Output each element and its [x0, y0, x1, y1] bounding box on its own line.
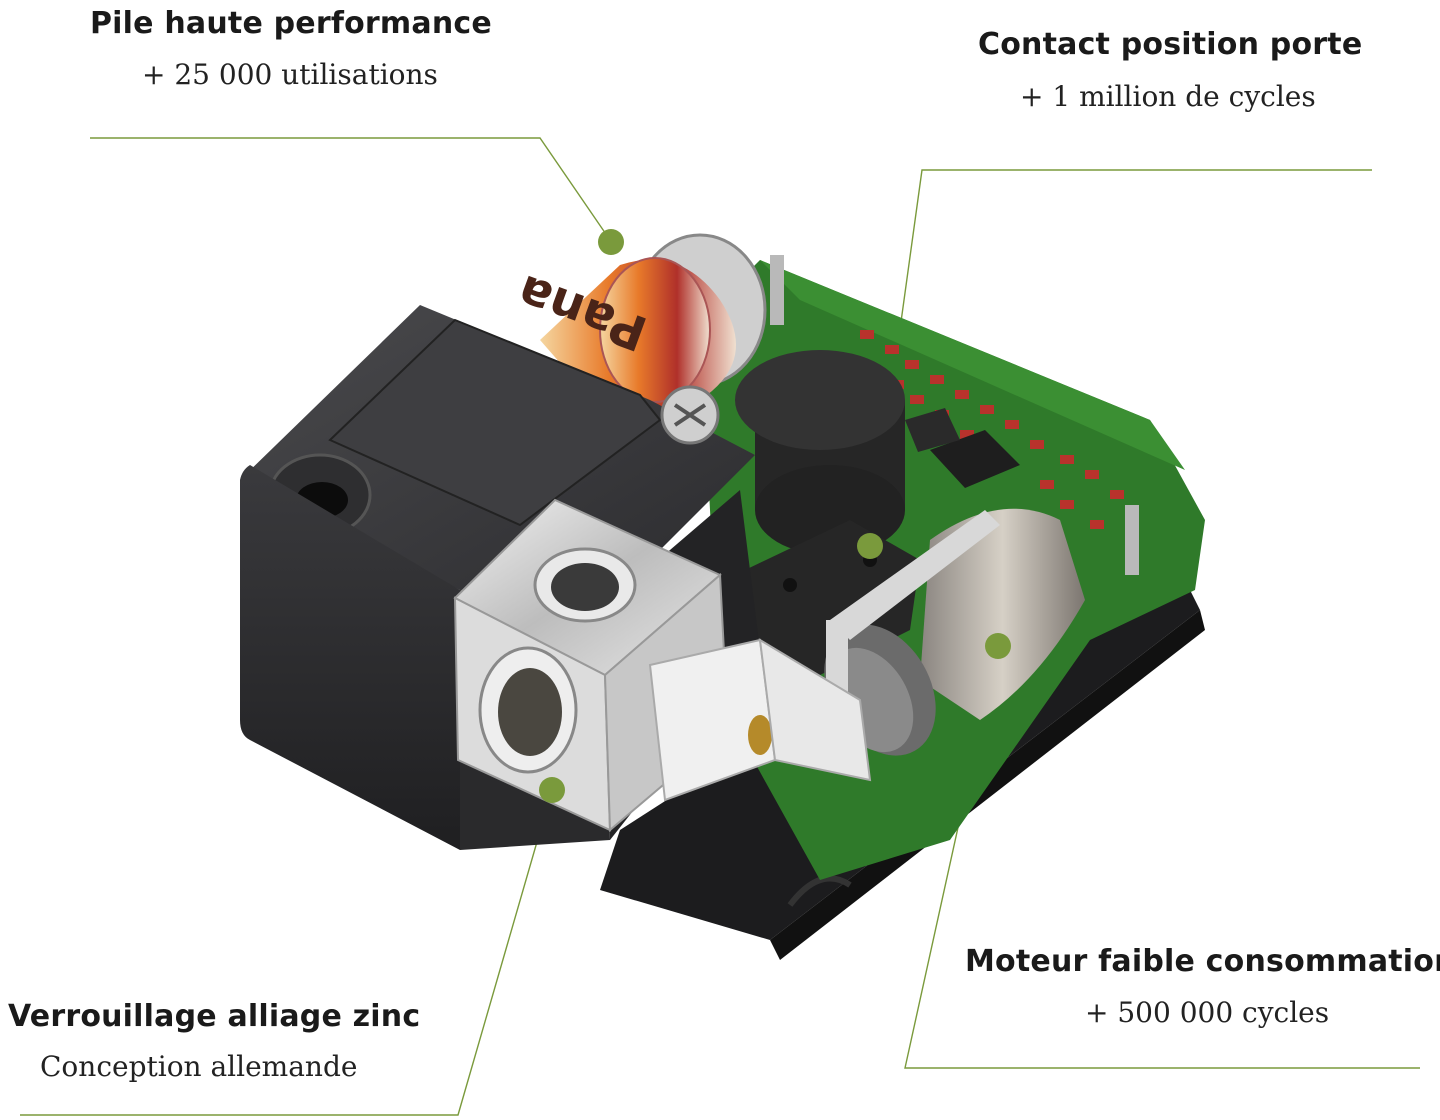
zinc-lock-block: [453, 498, 872, 833]
callout-subtitle-motor: + 500 000 cycles: [1085, 996, 1330, 1029]
callout-dot-zinc-lock: [539, 777, 565, 803]
leader-line-battery: [90, 137, 611, 241]
callout-title-motor: Moteur faible consommation: [965, 944, 1440, 979]
callout-subtitle-zinc-lock: Conception allemande: [40, 1050, 358, 1083]
callout-subtitle-battery: + 25 000 utilisations: [142, 58, 438, 91]
callout-dot-motor: [985, 633, 1011, 659]
leader-line-zinc-lock: [20, 789, 553, 1116]
motor: [824, 508, 1085, 760]
callout-dot-battery: [598, 229, 624, 255]
callout-title-door-contact: Contact position porte: [978, 27, 1363, 62]
callout-title-battery: Pile haute performance: [90, 6, 492, 41]
callout-subtitle-door-contact: + 1 million de cycles: [1020, 80, 1316, 113]
callout-title-zinc-lock: Verrouillage alliage zinc: [8, 999, 421, 1034]
callout-dot-door-contact: [857, 533, 883, 559]
buzzer: [735, 350, 905, 555]
